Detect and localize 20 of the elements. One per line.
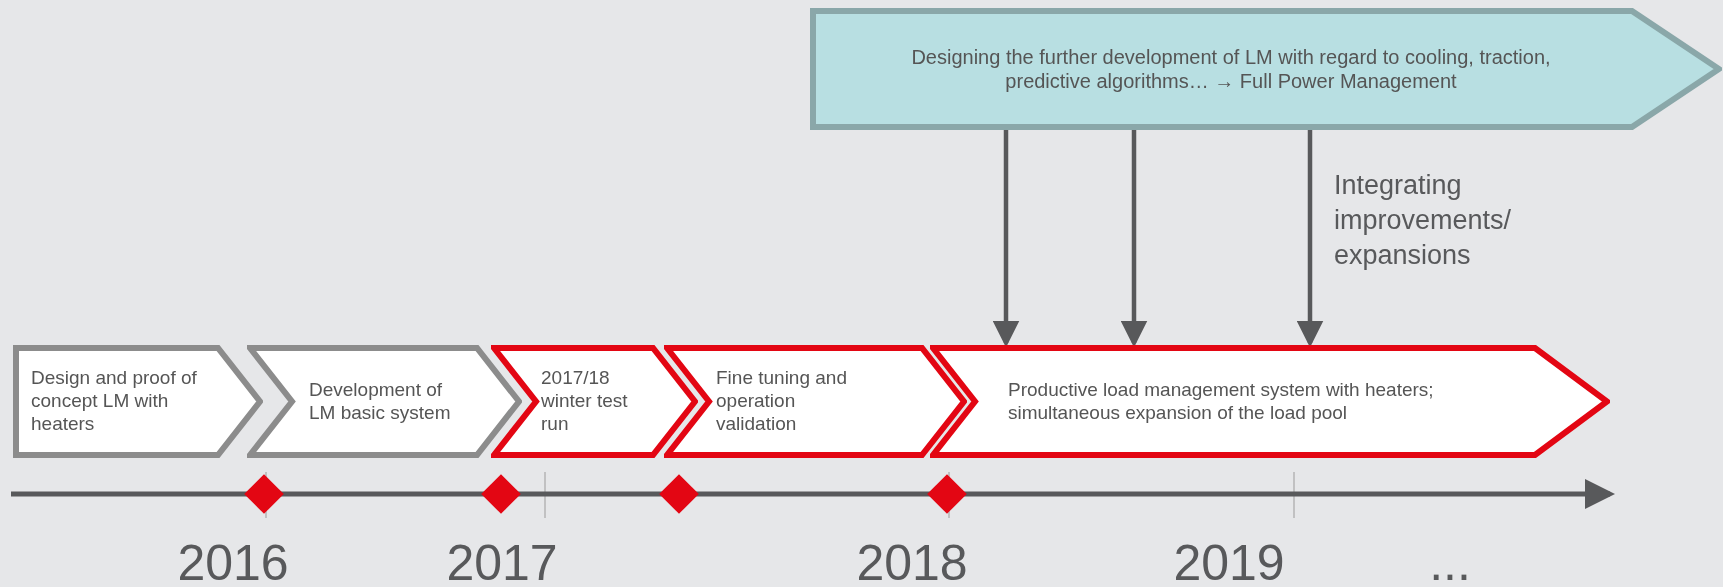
arrow: [992, 130, 1020, 348]
step-text: Productive load management system with heaters; simultaneous expansion of the load pool: [1008, 378, 1435, 425]
arrow: [1296, 130, 1324, 348]
year-label: 2017: [446, 538, 558, 587]
step-text: Design and proof of concept LM with heaters: [31, 367, 198, 436]
step-text: Fine tuning and operation validation: [716, 367, 848, 436]
arrow: [1120, 130, 1148, 348]
step-text: Designing the further development of LM with regard to cooling, traction, predictive algorithms… → Full Power Management: [910, 45, 1552, 93]
step-text: 2017/18 winter test run: [541, 367, 629, 436]
step-text: Development of LM basic system: [309, 378, 452, 425]
year-label: 2018: [856, 538, 968, 587]
year-label: 2019: [1173, 538, 1285, 587]
year-label: ...: [1429, 538, 1471, 587]
year-label: 2016: [177, 538, 289, 587]
chevron-box: [664, 345, 967, 458]
chevron-box: [13, 345, 263, 458]
chevron-box: [247, 345, 522, 458]
edge-label: Integrating improvements/ expansions: [1334, 169, 1513, 273]
chevron-box: [491, 345, 698, 458]
chevron-box: [810, 8, 1722, 130]
